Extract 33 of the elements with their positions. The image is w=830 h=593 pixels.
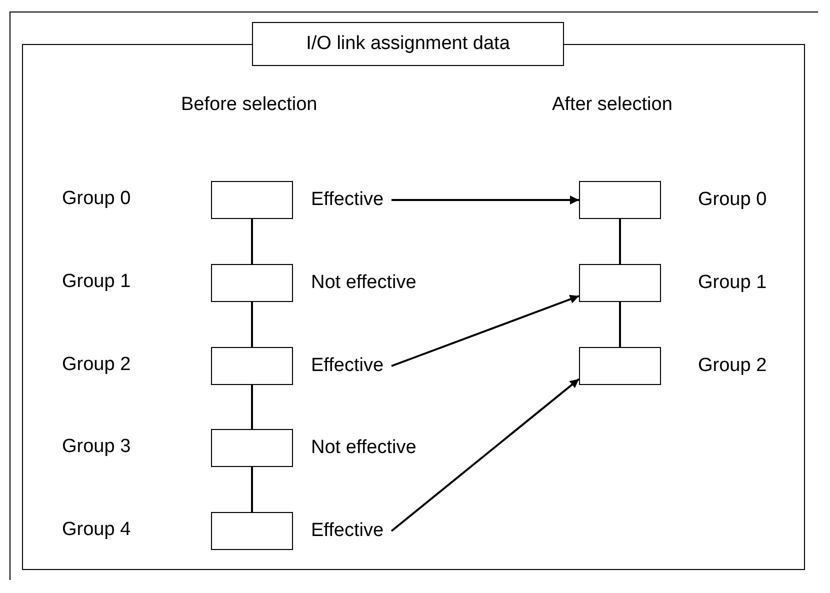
group-label: Group 1 (698, 272, 767, 294)
connector-line (251, 467, 253, 512)
empty-box (579, 264, 661, 302)
connector-line (251, 302, 253, 347)
empty-box (211, 512, 293, 550)
arrow (390, 378, 580, 532)
empty-box (211, 264, 293, 302)
connector-line (251, 385, 253, 429)
status-label: Effective (311, 189, 384, 211)
group-label: Group 2 (698, 355, 767, 377)
connector-line (619, 219, 621, 264)
group-label: Group 0 (698, 189, 767, 211)
status-label: Not effective (311, 437, 416, 459)
empty-box (211, 429, 293, 467)
status-label: Effective (311, 520, 384, 542)
status-label: Effective (311, 355, 384, 377)
group-label: Group 4 (62, 519, 131, 541)
status-label: Not effective (311, 272, 416, 294)
connector-line (251, 219, 253, 264)
title-box: I/O link assignment data (252, 22, 564, 66)
arrow (392, 196, 579, 204)
column-heading: After selection (552, 94, 672, 116)
group-label: Group 2 (62, 354, 131, 376)
empty-box (211, 181, 293, 219)
empty-box (211, 347, 293, 385)
arrow (391, 294, 580, 367)
empty-box (579, 181, 661, 219)
empty-box (579, 347, 661, 385)
column-heading: Before selection (181, 94, 318, 116)
group-label: Group 1 (62, 271, 131, 293)
group-label: Group 3 (62, 436, 131, 458)
connector-line (619, 302, 621, 347)
group-label: Group 0 (62, 188, 131, 210)
